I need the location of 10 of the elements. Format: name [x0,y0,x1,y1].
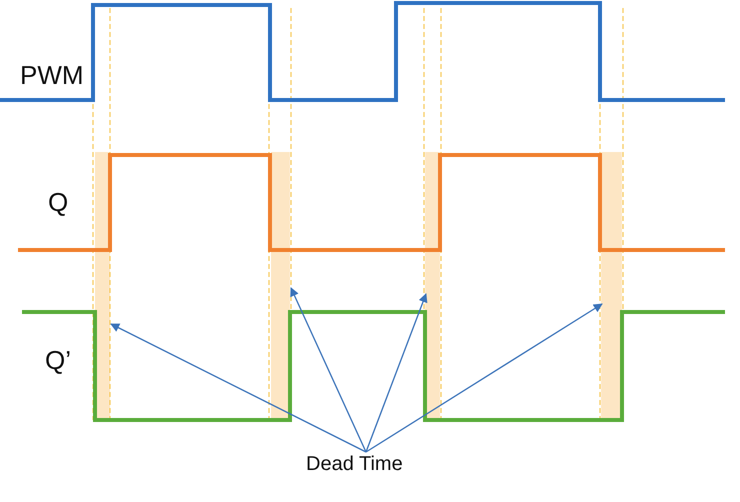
annotation-text: Dead Time [306,453,403,476]
leader-line [110,323,366,453]
leader-line [365,293,428,452]
signal-label: Q’ [45,345,71,376]
leader-line [366,303,603,453]
dead-time-band [271,152,290,420]
dead-time-band [601,152,622,420]
leader-line [290,287,367,452]
signal-label: Q [48,187,68,218]
signal-label: PWM [20,60,84,91]
